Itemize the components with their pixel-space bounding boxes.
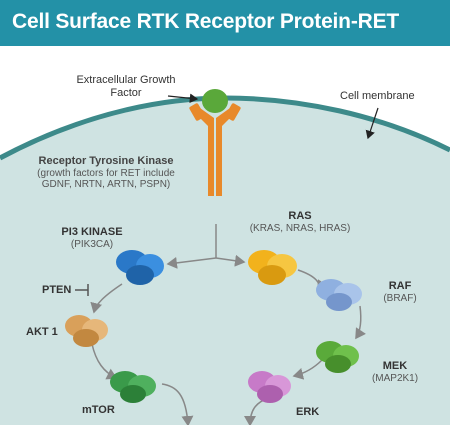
mek-title: MEK: [382, 360, 408, 372]
erk-protein: [248, 371, 291, 403]
growth-factor-label: Extracellular Growth Factor: [70, 74, 182, 99]
growth-factor-line1: Extracellular Growth: [76, 74, 176, 86]
arrow-to-pi3k: [166, 256, 217, 269]
pi3k-sub: (PIK3CA): [70, 238, 114, 250]
arrow-mtor-down: [161, 383, 194, 425]
raf-sub: (BRAF): [383, 292, 417, 304]
pten-label: PTEN: [42, 284, 72, 296]
page-title: Cell Surface RTK Receptor Protein-RET: [12, 10, 400, 33]
arrow-pi3k-akt: [90, 283, 123, 314]
raf-label: RAF (BRAF): [370, 280, 430, 304]
arrow-mek-erk: [292, 359, 323, 380]
arrow-to-ras: [215, 254, 246, 267]
receptor-sub1: (growth factors for RET include: [37, 167, 175, 179]
raf-title: RAF: [388, 280, 412, 292]
ras-sub: (KRAS, NRAS, HRAS): [249, 222, 351, 234]
receptor-tyrosine-kinase: [189, 103, 241, 196]
cell-membrane-label: Cell membrane: [340, 90, 415, 102]
receptor-sub2: GDNF, NRTN, ARTN, PSPN): [41, 179, 171, 191]
pi3k-label: PI3 KINASE (PIK3CA): [52, 226, 132, 250]
ras-title: RAS: [288, 210, 312, 222]
erk-label: ERK: [296, 406, 320, 418]
receptor-label: Receptor Tyrosine Kinase (growth factors…: [16, 155, 196, 191]
ras-label: RAS (KRAS, NRAS, HRAS): [240, 210, 360, 234]
akt-label: AKT 1: [26, 326, 58, 338]
ras-protein: [248, 250, 297, 285]
raf-protein: [316, 279, 362, 311]
pi3k-protein: [116, 250, 164, 285]
arrow-raf-mek: [355, 305, 366, 340]
akt-protein: [65, 315, 108, 347]
mek-label: MEK (MAP2K1): [360, 360, 430, 384]
growth-factor-ligand: [202, 89, 228, 113]
mtor-protein: [110, 371, 156, 403]
mtor-label: mTOR: [82, 404, 115, 416]
cell-membrane-arrow: [365, 107, 379, 140]
title-bar: [0, 0, 450, 46]
receptor-title: Receptor Tyrosine Kinase: [38, 155, 174, 167]
mek-protein: [316, 341, 359, 373]
growth-factor-arrow: [167, 93, 199, 104]
mek-sub: (MAP2K1): [371, 372, 419, 384]
growth-factor-line2: Factor: [110, 86, 142, 99]
pi3k-title: PI3 KINASE: [61, 226, 123, 238]
